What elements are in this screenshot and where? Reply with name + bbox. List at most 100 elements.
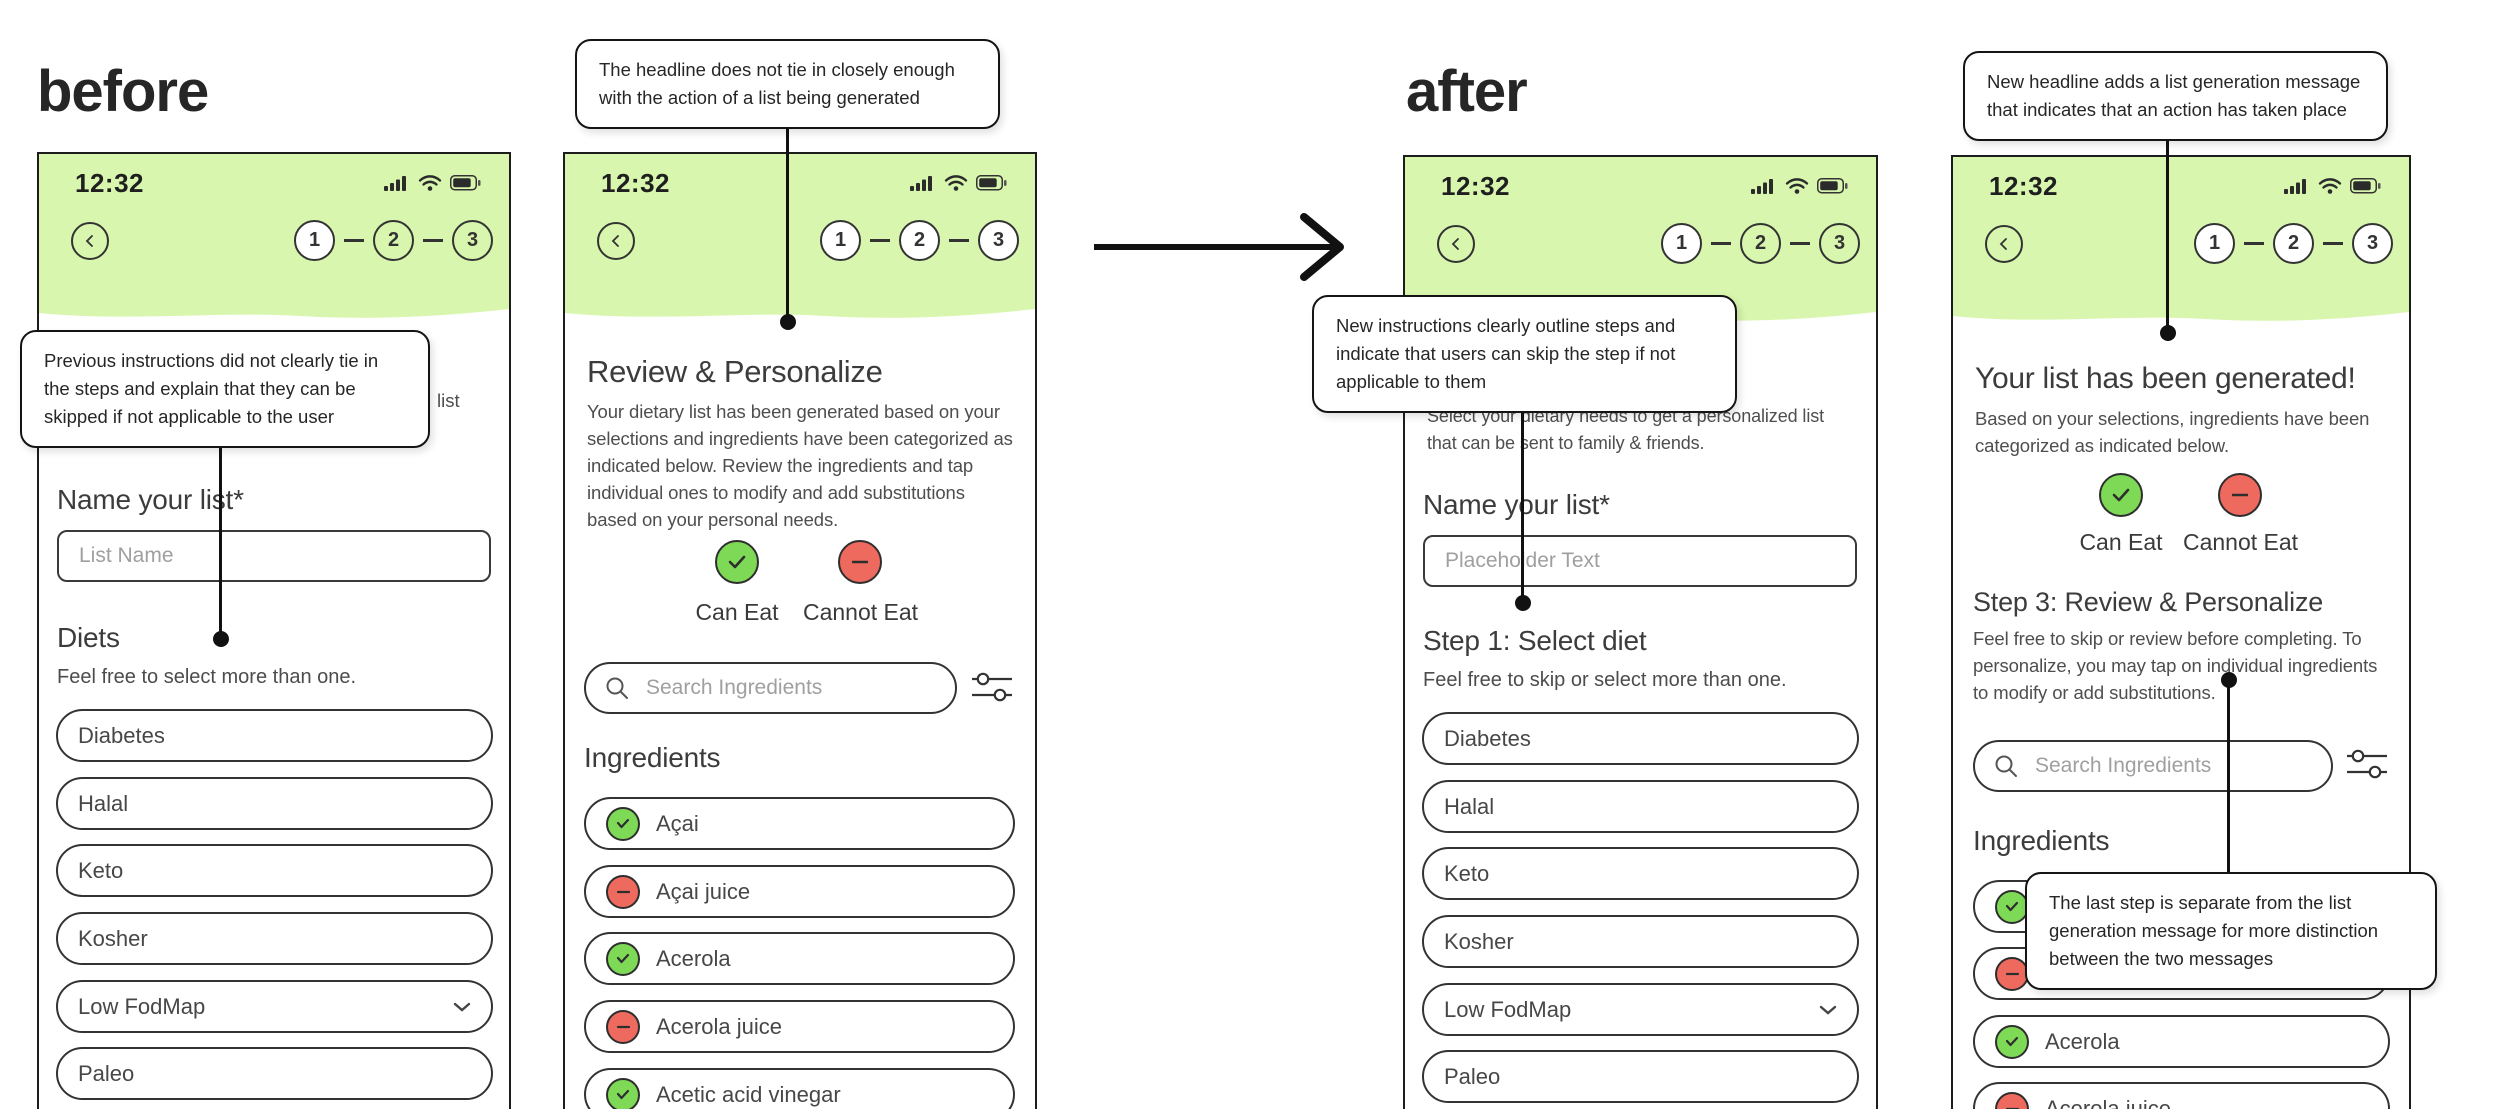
- annotation-previous-instructions: Previous instructions did not clearly ti…: [20, 330, 430, 448]
- diet-option-paleo[interactable]: Paleo: [1422, 1050, 1859, 1103]
- phone-header: [39, 154, 509, 304]
- diet-option-label: Low FodMap: [78, 993, 206, 1019]
- list-name-field[interactable]: [57, 530, 491, 582]
- after-title: after: [1406, 59, 1528, 124]
- can-eat-label: Can Eat: [2079, 529, 2163, 555]
- annotation-connector-dot: [1515, 595, 1531, 611]
- status-icons: [910, 174, 1007, 192]
- step-3-indicator[interactable]: 3: [978, 220, 1019, 261]
- cannot-eat-badge-icon: [1995, 1091, 2029, 1109]
- back-button[interactable]: [1437, 225, 1475, 263]
- progress-stepper: 1 2 3: [294, 220, 493, 261]
- annotation-connector-dot: [2221, 672, 2237, 688]
- name-your-list-label: Name your list*: [1423, 489, 1610, 520]
- diet-option-paleo[interactable]: Paleo: [56, 1047, 493, 1100]
- diet-option-halal[interactable]: Halal: [56, 777, 493, 830]
- before-after-arrow-icon: [1094, 213, 1344, 281]
- diet-option-keto[interactable]: Keto: [1422, 847, 1859, 900]
- annotation-last-step-separate: The last step is separate from the list …: [2025, 872, 2437, 990]
- ingredient-acai-juice[interactable]: Açai juice: [584, 865, 1015, 918]
- can-eat-badge-icon: [606, 1077, 640, 1109]
- diet-option-label: Paleo: [1444, 1063, 1501, 1089]
- ingredient-label: Acerola juice: [656, 1013, 782, 1039]
- filter-button[interactable]: [2345, 747, 2389, 784]
- diet-option-label: Halal: [1444, 793, 1495, 819]
- diet-option-diabetes[interactable]: Diabetes: [1422, 712, 1859, 765]
- battery-icon: [976, 175, 1007, 191]
- back-button[interactable]: [71, 222, 109, 260]
- step-3-indicator[interactable]: 3: [2352, 223, 2393, 264]
- diet-option-halal[interactable]: Halal: [1422, 780, 1859, 833]
- step-1-indicator[interactable]: 1: [820, 220, 861, 261]
- diet-option-label: Diabetes: [1444, 725, 1531, 751]
- back-button[interactable]: [597, 222, 635, 260]
- step-1-indicator[interactable]: 1: [1661, 223, 1702, 264]
- back-button[interactable]: [1985, 225, 2023, 263]
- step-connector: [344, 239, 364, 242]
- ingredient-acerola-juice[interactable]: Acerola juice: [1973, 1082, 2390, 1109]
- progress-stepper: 1 2 3: [1661, 223, 1860, 264]
- diet-option-diabetes[interactable]: Diabetes: [56, 709, 493, 762]
- filter-button[interactable]: [970, 670, 1014, 707]
- ingredients-section-title: Ingredients: [1973, 825, 2110, 856]
- diet-option-label: Diabetes: [78, 722, 165, 748]
- step-3-indicator[interactable]: 3: [452, 220, 493, 261]
- status-icons: [2284, 177, 2381, 195]
- check-icon: [728, 555, 746, 569]
- step3-section-body: Feel free to skip or review before compl…: [1973, 628, 2378, 703]
- ingredients-section-title: Ingredients: [584, 742, 721, 773]
- annotation-connector-dot: [2160, 325, 2176, 341]
- search-ingredients-input[interactable]: [2033, 753, 2317, 779]
- status-icons: [1751, 177, 1848, 195]
- cellular-signal-icon: [2284, 179, 2306, 194]
- search-ingredients-input[interactable]: [644, 675, 941, 701]
- diet-option-label: Kosher: [1444, 928, 1514, 954]
- search-ingredients-field[interactable]: [584, 662, 957, 714]
- ingredient-acerola[interactable]: Acerola: [1973, 1015, 2390, 1068]
- chevron-left-icon: [611, 235, 619, 247]
- diet-option-low-fodmap[interactable]: Low FodMap: [1422, 983, 1859, 1036]
- step-2-indicator[interactable]: 2: [1740, 223, 1781, 264]
- ingredient-acetic-acid-vinegar[interactable]: Acetic acid vinegar: [584, 1068, 1015, 1109]
- diet-option-label: Keto: [78, 857, 124, 883]
- phone-mockup-before-step1: 12:32 1 2 3 list Name your list* Diets F…: [37, 152, 511, 1109]
- chevron-left-icon: [85, 235, 93, 247]
- annotation-connector-line: [1521, 412, 1524, 603]
- step-2-indicator[interactable]: 2: [2273, 223, 2314, 264]
- status-time: 12:32: [75, 168, 144, 198]
- annotation-new-instructions: New instructions clearly outline steps a…: [1312, 295, 1737, 413]
- phone-header: [565, 154, 1035, 304]
- search-ingredients-field[interactable]: [1973, 740, 2333, 792]
- header-wave: [1953, 307, 2409, 329]
- status-time: 12:32: [1441, 171, 1510, 201]
- list-name-input[interactable]: [77, 543, 471, 569]
- step-2-indicator[interactable]: 2: [373, 220, 414, 261]
- can-eat-badge-icon: [1995, 889, 2029, 924]
- step-3-indicator[interactable]: 3: [1819, 223, 1860, 264]
- diet-option-keto[interactable]: Keto: [56, 844, 493, 897]
- diets-section-subtitle: Feel free to select more than one.: [57, 666, 357, 688]
- list-name-field[interactable]: [1423, 535, 1857, 587]
- step-connector: [2244, 242, 2264, 245]
- diet-option-kosher[interactable]: Kosher: [56, 912, 493, 965]
- cellular-signal-icon: [1751, 179, 1773, 194]
- wifi-icon: [418, 175, 442, 191]
- list-name-input[interactable]: [1443, 548, 1837, 574]
- ingredient-acerola-juice[interactable]: Acerola juice: [584, 1000, 1015, 1053]
- step-connector: [423, 239, 443, 242]
- diet-option-low-fodmap[interactable]: Low FodMap: [56, 980, 493, 1033]
- list-generated-headline: Your list has been generated!: [1975, 362, 2356, 395]
- ingredient-acerola[interactable]: Acerola: [584, 932, 1015, 985]
- review-body-text: Your dietary list has been generated bas…: [587, 401, 1013, 530]
- cannot-eat-label: Cannot Eat: [802, 599, 919, 625]
- status-icons: [384, 174, 481, 192]
- annotation-connector-line: [2227, 680, 2230, 874]
- step-1-indicator[interactable]: 1: [294, 220, 335, 261]
- ingredient-label: Açai juice: [656, 878, 751, 904]
- annotation-connector-line: [2166, 141, 2169, 333]
- diet-option-kosher[interactable]: Kosher: [1422, 915, 1859, 968]
- step-2-indicator[interactable]: 2: [899, 220, 940, 261]
- progress-stepper: 1 2 3: [820, 220, 1019, 261]
- step-1-indicator[interactable]: 1: [2194, 223, 2235, 264]
- ingredient-acai[interactable]: Açai: [584, 797, 1015, 850]
